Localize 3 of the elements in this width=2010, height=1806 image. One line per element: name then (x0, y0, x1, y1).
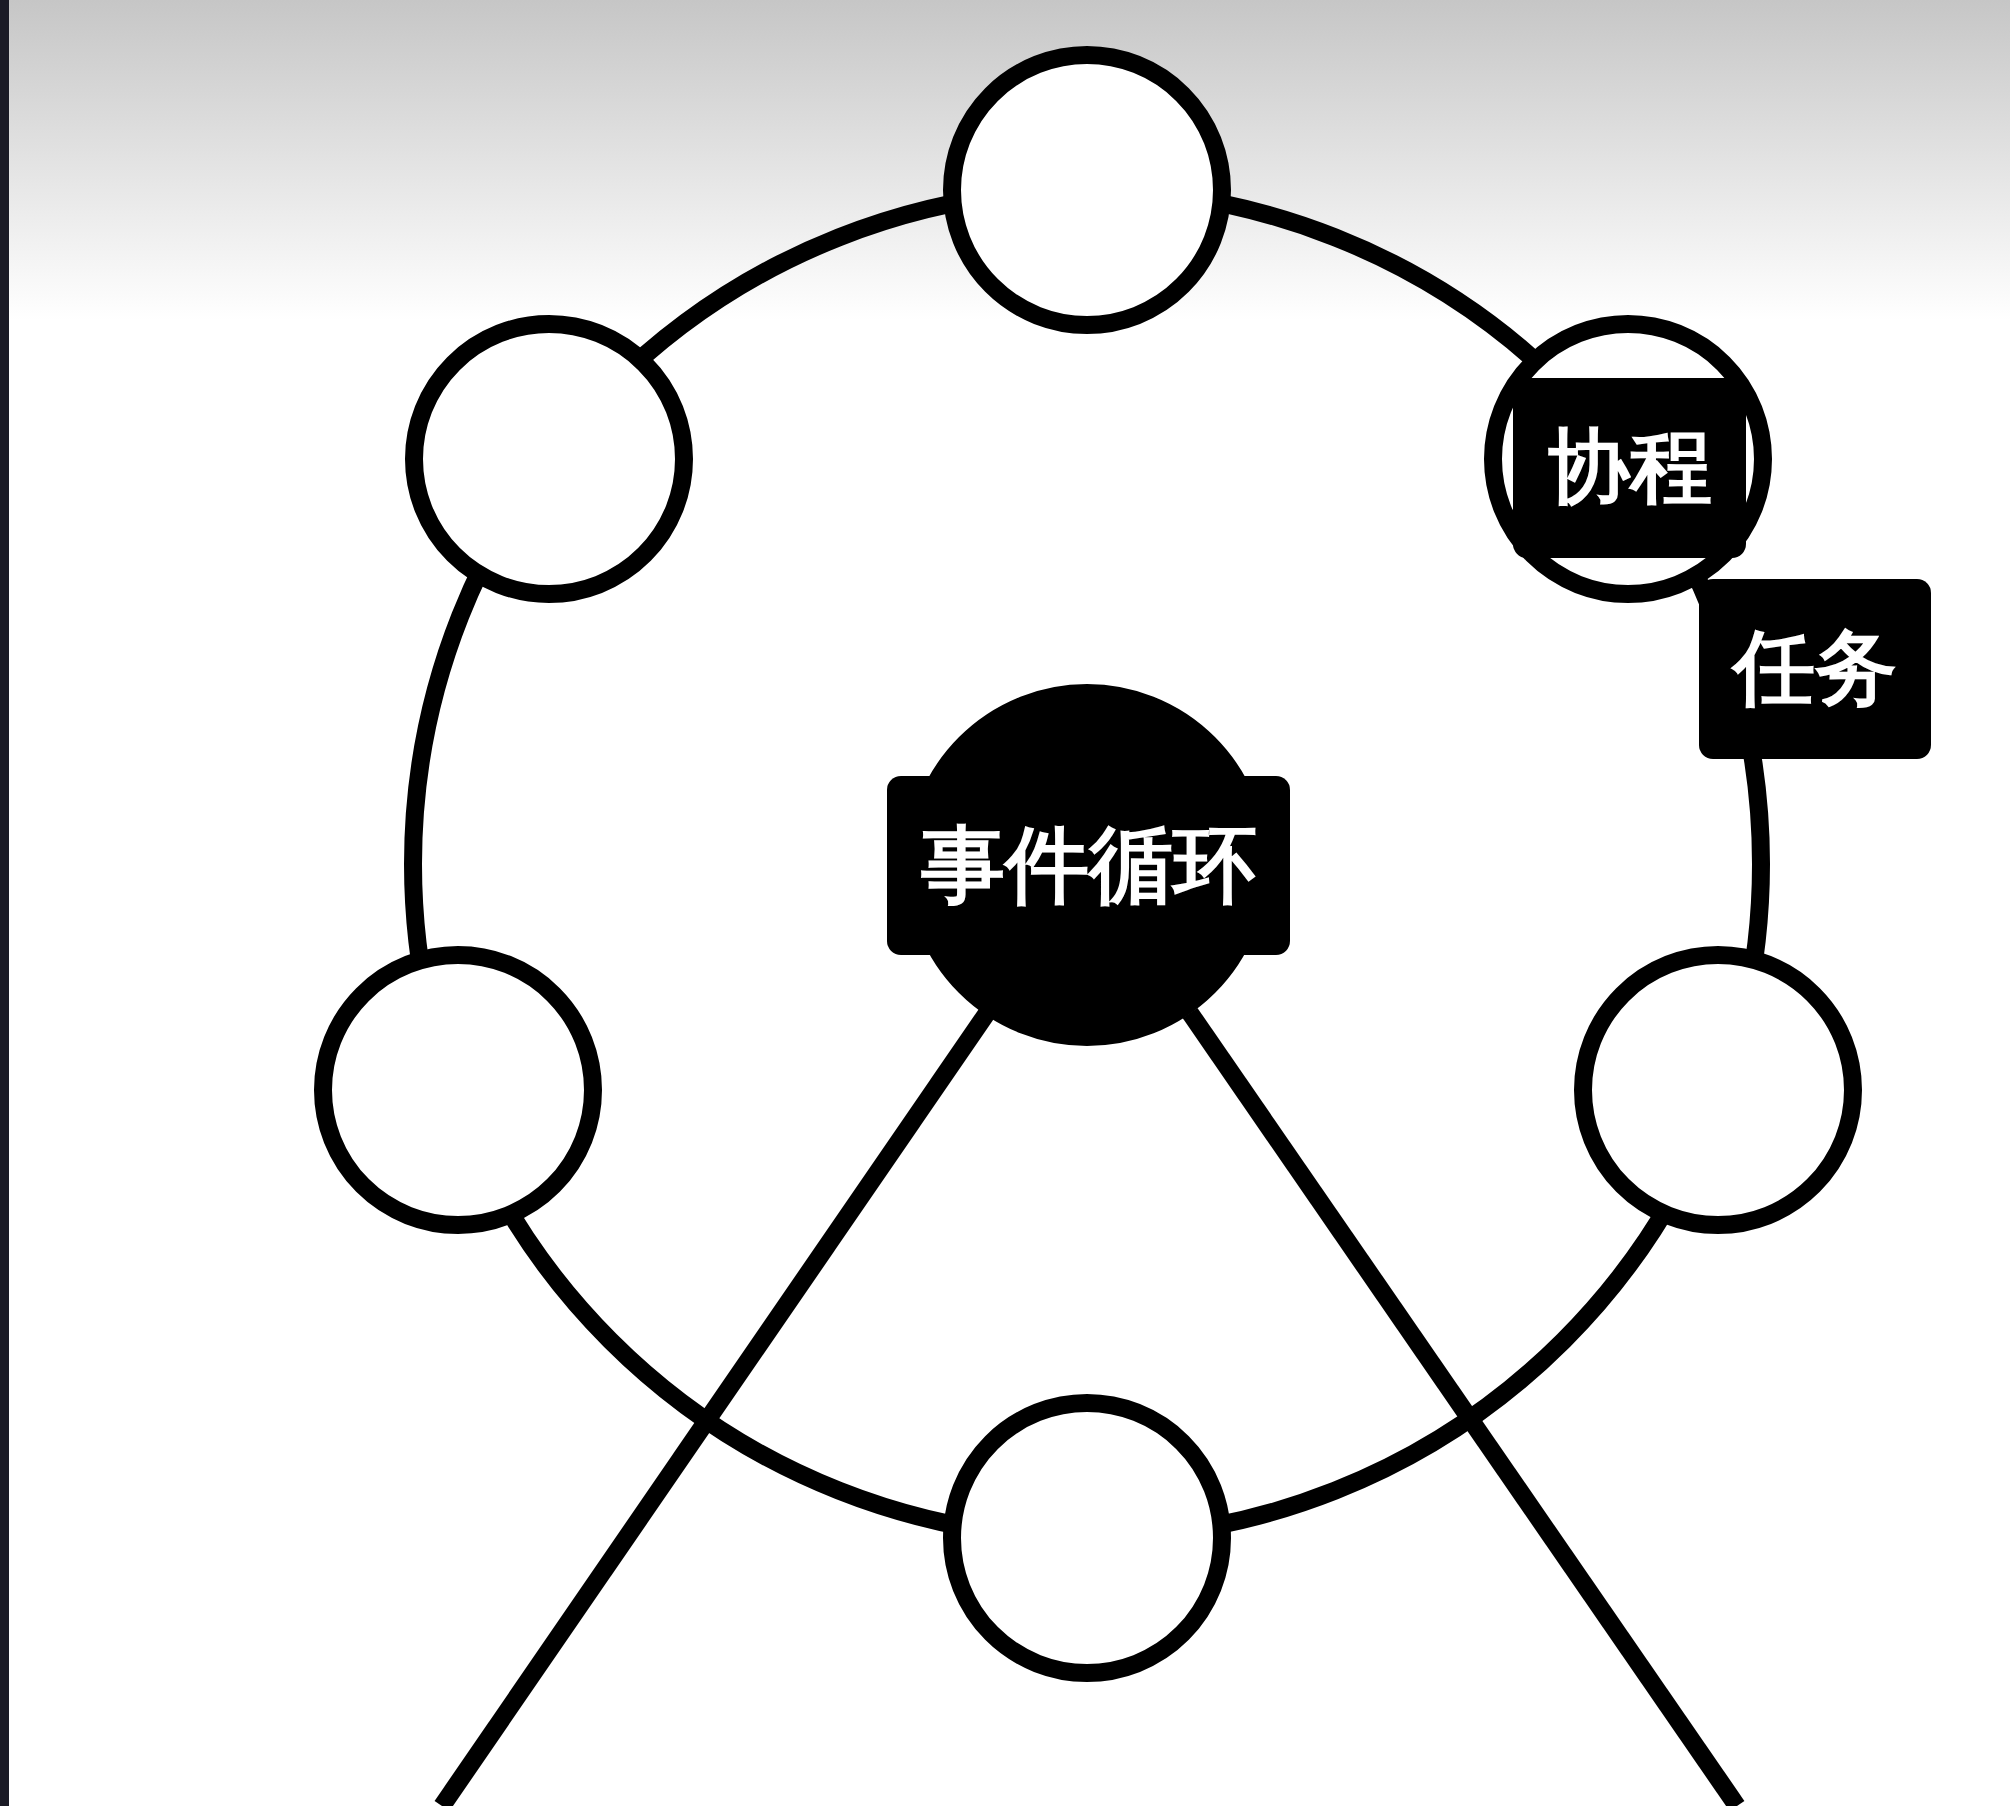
label-tag: 事件循环 (887, 776, 1290, 955)
label-tag: 协程 (1513, 378, 1746, 558)
label-tag: 任务 (1699, 579, 1931, 759)
